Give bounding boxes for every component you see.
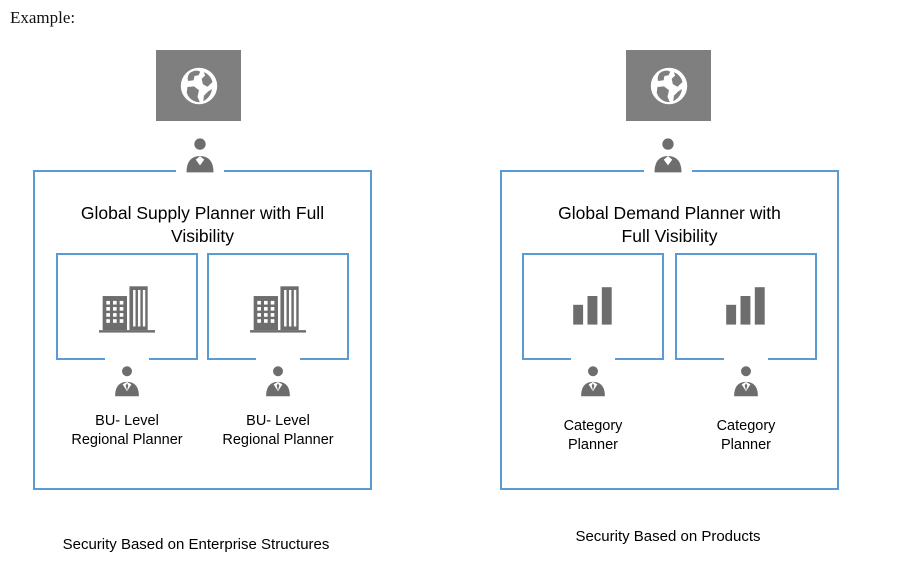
bu-region-box — [207, 253, 349, 360]
demand-panel-title: Global Demand Planner with Full Visibili… — [500, 202, 839, 248]
person-tie-icon — [724, 352, 768, 398]
label-line-2: Regional Planner — [222, 432, 334, 449]
example-label: Example: — [10, 8, 76, 27]
person-tie-icon — [571, 352, 615, 398]
bu-region-box — [56, 253, 198, 360]
title-line-1: Global Supply Planner with Full — [80, 203, 325, 223]
label-line-2: Planner — [568, 437, 618, 454]
bar-chart-icon — [726, 286, 765, 325]
label-line-1: BU- Level — [95, 413, 159, 429]
category-box — [522, 253, 664, 360]
title-line-1: Global Demand Planner with — [558, 203, 781, 223]
person-icon — [176, 130, 224, 174]
demand-caption: Security Based on Products — [575, 528, 761, 545]
globe-icon — [626, 50, 711, 121]
person-tie-icon — [256, 352, 300, 398]
planner-label: BU- Level Regional Planner — [198, 412, 358, 450]
buildings-icon — [250, 285, 306, 333]
label-line-2: Regional Planner — [71, 432, 183, 449]
supply-panel-title: Global Supply Planner with Full Visibili… — [33, 202, 372, 248]
label-line-1: Category — [716, 418, 776, 434]
planner-label: Category Planner — [666, 417, 826, 455]
globe-icon — [156, 50, 241, 121]
label-line-1: Category — [563, 418, 623, 434]
planner-label: BU- Level Regional Planner — [47, 412, 207, 450]
label-line-1: BU- Level — [246, 413, 310, 429]
category-box — [675, 253, 817, 360]
title-line-2: Visibility — [171, 226, 234, 247]
planner-label: Category Planner — [513, 417, 673, 455]
buildings-icon — [99, 285, 155, 333]
title-line-2: Full Visibility — [621, 226, 718, 247]
person-tie-icon — [105, 352, 149, 398]
person-icon — [644, 130, 692, 174]
supply-caption: Security Based on Enterprise Structures — [62, 536, 330, 553]
label-line-2: Planner — [721, 437, 771, 454]
bar-chart-icon — [573, 286, 612, 325]
